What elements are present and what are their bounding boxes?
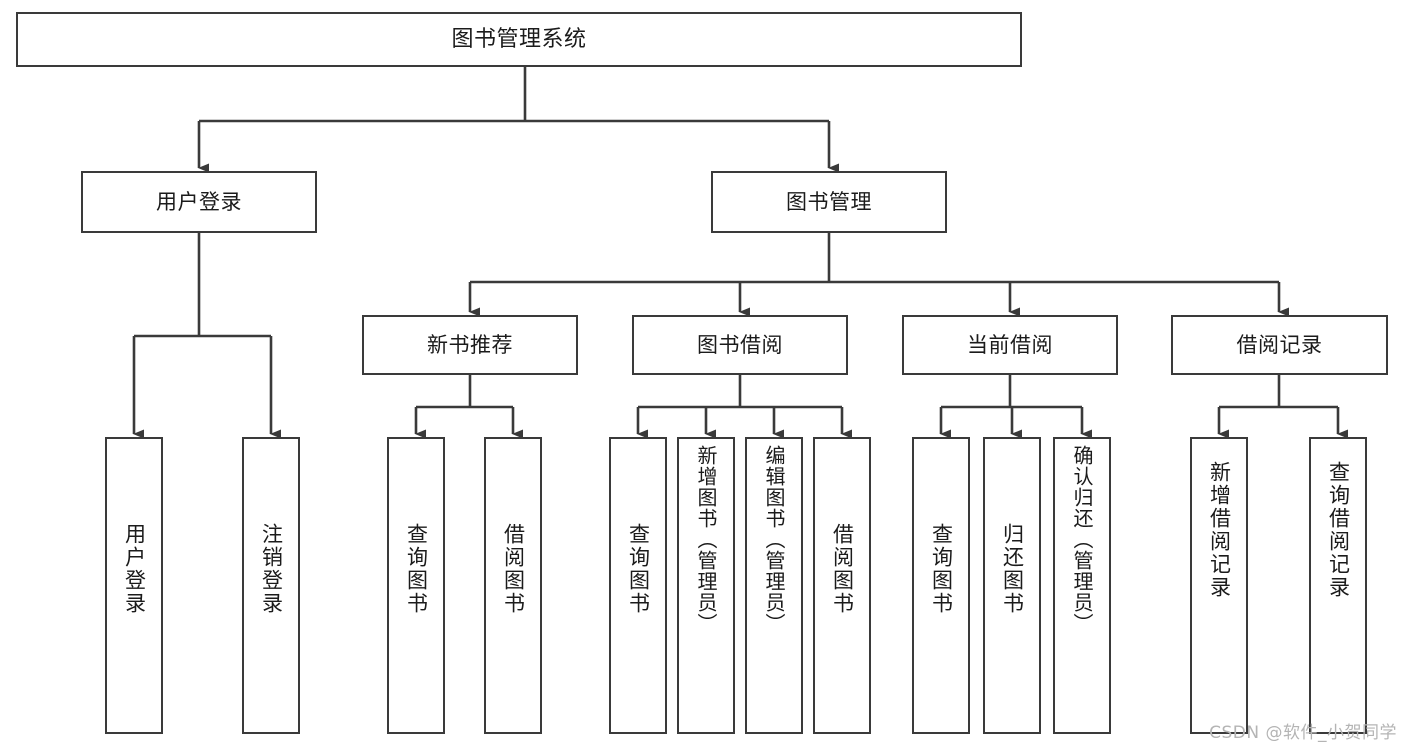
node-borrow-record[interactable]: 借阅记录 [1171, 315, 1388, 375]
node-leaf-query-record-label: 查询借阅记录 [1326, 461, 1351, 599]
node-leaf-query-book-2-label: 查询图书 [626, 523, 651, 615]
node-book-manage-label: 图书管理 [786, 189, 872, 214]
node-leaf-add-record-label: 新增借阅记录 [1207, 461, 1232, 599]
node-leaf-query-book-3[interactable]: 查询图书 [912, 437, 970, 734]
node-leaf-query-book-3-label: 查询图书 [929, 523, 954, 615]
node-leaf-add-book-label: 新增图书（管理员） [694, 445, 718, 634]
node-leaf-add-book[interactable]: 新增图书（管理员） [677, 437, 735, 734]
node-borrow-record-label: 借阅记录 [1236, 332, 1323, 357]
node-leaf-query-book-1[interactable]: 查询图书 [387, 437, 445, 734]
node-new-book-rec[interactable]: 新书推荐 [362, 315, 578, 375]
node-leaf-confirm-return-label: 确认归还（管理员） [1070, 445, 1094, 634]
node-leaf-query-book-2[interactable]: 查询图书 [609, 437, 667, 734]
node-new-book-rec-label: 新书推荐 [427, 332, 513, 357]
node-current-borrow[interactable]: 当前借阅 [902, 315, 1118, 375]
node-book-borrow[interactable]: 图书借阅 [632, 315, 848, 375]
node-user-login-label: 用户登录 [156, 189, 242, 214]
node-leaf-borrow-book-1-label: 借阅图书 [501, 523, 526, 615]
node-leaf-borrow-book-2[interactable]: 借阅图书 [813, 437, 871, 734]
node-user-login[interactable]: 用户登录 [81, 171, 317, 233]
node-leaf-borrow-book-2-label: 借阅图书 [830, 523, 855, 615]
node-leaf-borrow-book-1[interactable]: 借阅图书 [484, 437, 542, 734]
node-leaf-query-record[interactable]: 查询借阅记录 [1309, 437, 1367, 734]
node-leaf-add-record[interactable]: 新增借阅记录 [1190, 437, 1248, 734]
node-leaf-logout[interactable]: 注销登录 [242, 437, 300, 734]
node-leaf-logout-label: 注销登录 [259, 523, 284, 615]
node-leaf-edit-book-label: 编辑图书（管理员） [762, 445, 786, 634]
node-leaf-user-login-label: 用户登录 [122, 523, 147, 615]
node-leaf-query-book-1-label: 查询图书 [404, 523, 429, 615]
node-root[interactable]: 图书管理系统 [16, 12, 1022, 67]
node-leaf-return-book[interactable]: 归还图书 [983, 437, 1041, 734]
node-leaf-return-book-label: 归还图书 [1000, 523, 1025, 615]
watermark: CSDN @软件_小贺同学 [1209, 723, 1397, 743]
node-current-borrow-label: 当前借阅 [967, 332, 1053, 357]
node-book-borrow-label: 图书借阅 [697, 332, 783, 357]
node-leaf-confirm-return[interactable]: 确认归还（管理员） [1053, 437, 1111, 734]
node-book-manage[interactable]: 图书管理 [711, 171, 947, 233]
node-leaf-user-login[interactable]: 用户登录 [105, 437, 163, 734]
node-root-label: 图书管理系统 [451, 26, 587, 52]
node-leaf-edit-book[interactable]: 编辑图书（管理员） [745, 437, 803, 734]
